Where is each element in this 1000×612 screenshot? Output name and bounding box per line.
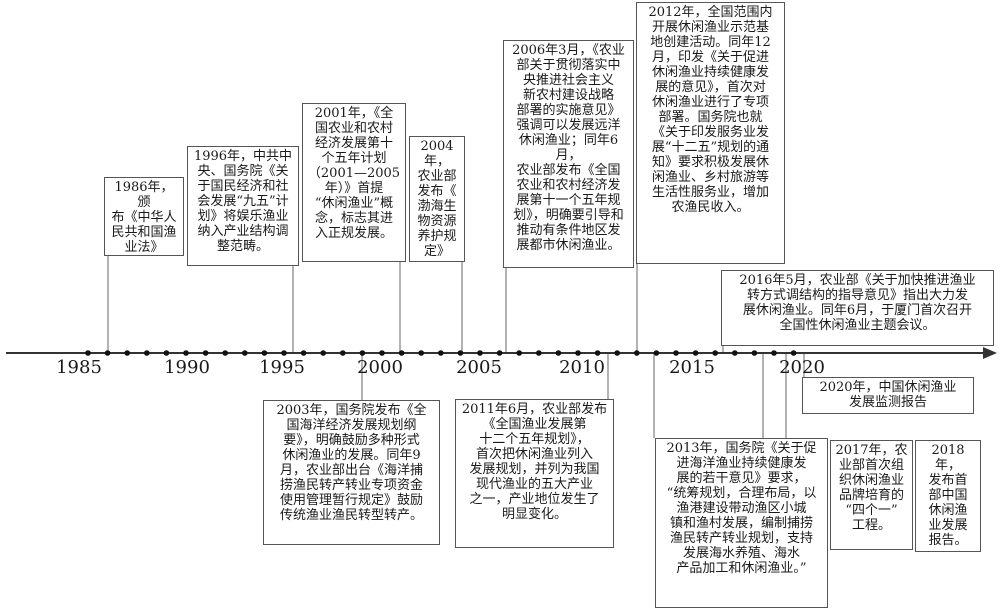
year-dot-2004 bbox=[457, 350, 464, 356]
year-dot-2015 bbox=[673, 350, 679, 356]
year-dot-2016 bbox=[692, 350, 699, 356]
year-dot-1986 bbox=[104, 350, 111, 356]
year-dot-1989 bbox=[163, 350, 170, 356]
year-dot-1999 bbox=[359, 350, 366, 356]
year-dot-2001 bbox=[398, 350, 405, 356]
year-dot-2020 bbox=[771, 350, 777, 356]
year-dot-1988 bbox=[144, 350, 150, 356]
year-dot-2002 bbox=[418, 350, 425, 356]
year-label-2015: 2015 bbox=[669, 357, 715, 378]
year-label-2020: 2020 bbox=[779, 357, 825, 378]
event-2016-box: 2016年5月，农业部《关于加快推进渔业 转方式调结构的指导意见》指出大力发 展… bbox=[721, 270, 994, 346]
year-label-1995: 1995 bbox=[259, 357, 305, 378]
year-dot-1993 bbox=[242, 350, 248, 356]
year-dot-2011 bbox=[594, 350, 601, 356]
year-label-2005: 2005 bbox=[456, 357, 502, 378]
year-dot-1987 bbox=[124, 350, 130, 356]
year-dot-2012 bbox=[614, 350, 620, 356]
year-dot-1995 bbox=[281, 350, 287, 356]
year-dot-1990 bbox=[183, 350, 189, 356]
event-2001-box: 2001年，《全 国农业和农村 经济发展第十 个五年计划 （2001—2005 … bbox=[302, 103, 406, 262]
year-label-1985: 1985 bbox=[56, 357, 102, 378]
year-dot-2000 bbox=[379, 350, 385, 356]
event-2020-box: 2020年，中国休闲渔业 发展监测报告 bbox=[802, 377, 974, 414]
year-dot-2005 bbox=[477, 350, 483, 356]
year-dot-2009 bbox=[555, 350, 562, 356]
year-dot-1998 bbox=[340, 350, 346, 356]
event-1986-box: 1986年，颁 布《中华人 民共和国渔 业法》 bbox=[104, 177, 184, 256]
year-dot-2019 bbox=[751, 350, 758, 356]
year-dot-1992 bbox=[222, 350, 228, 356]
year-dot-2018 bbox=[732, 350, 738, 356]
year-label-1990: 1990 bbox=[164, 357, 210, 378]
event-2004-box: 2004年， 农业部 发布《 渤海生 物资源 养护规 定》 bbox=[409, 136, 465, 262]
event-2011-box: 2011年6月，农业部发布 《全国渔业发展第 十二个五年规划》， 首次把休闲渔业… bbox=[455, 399, 614, 548]
event-2018-box: 2018年， 发布首 部中国 休闲渔 业发展 报告。 bbox=[915, 440, 981, 552]
event-2012-box: 2012年，全国范围内 开展休闲渔业示范基 地创建活动。同年12 月，印发《关于… bbox=[636, 2, 785, 264]
year-dot-1985 bbox=[85, 350, 91, 356]
year-dot-1997 bbox=[320, 350, 327, 356]
event-2006-box: 2006年3月，《农业 部关于贯彻落实中 央推进社会主义 新农村建设战略 部署的… bbox=[503, 40, 634, 268]
event-2017-box: 2017年，农 业部首次组 织休闲渔业 品牌培育的 “四个一” 工程。 bbox=[830, 440, 913, 550]
axis-arrowhead bbox=[983, 347, 997, 359]
year-dot-1994 bbox=[261, 350, 268, 356]
year-dot-2014 bbox=[653, 350, 660, 356]
year-dot-2008 bbox=[536, 350, 542, 356]
year-dot-1991 bbox=[202, 350, 209, 356]
event-1996-box: 1996年，中共中 央、国务院《关 于国民经济和社 会发展“九五”计 划》将娱乐… bbox=[187, 146, 299, 266]
year-dot-2013 bbox=[634, 350, 640, 356]
year-dot-2017 bbox=[712, 350, 718, 356]
year-label-2000: 2000 bbox=[357, 357, 403, 378]
year-dot-2003 bbox=[438, 350, 444, 356]
event-2003-box: 2003年，国务院发布《全 国海洋经济发展规划纲 要》，明确鼓励多种形式 休闲渔… bbox=[263, 400, 440, 545]
year-dot-2021 bbox=[790, 350, 797, 356]
year-label-2010: 2010 bbox=[559, 357, 605, 378]
year-dot-2007 bbox=[516, 350, 522, 356]
year-dot-2006 bbox=[496, 350, 503, 356]
year-dot-1996 bbox=[300, 350, 307, 356]
event-2013-box: 2013年，国务院《关于促 进海洋渔业持续健康发 展的若干意见》要求， “统筹规… bbox=[655, 438, 828, 608]
year-dot-2010 bbox=[575, 350, 581, 356]
